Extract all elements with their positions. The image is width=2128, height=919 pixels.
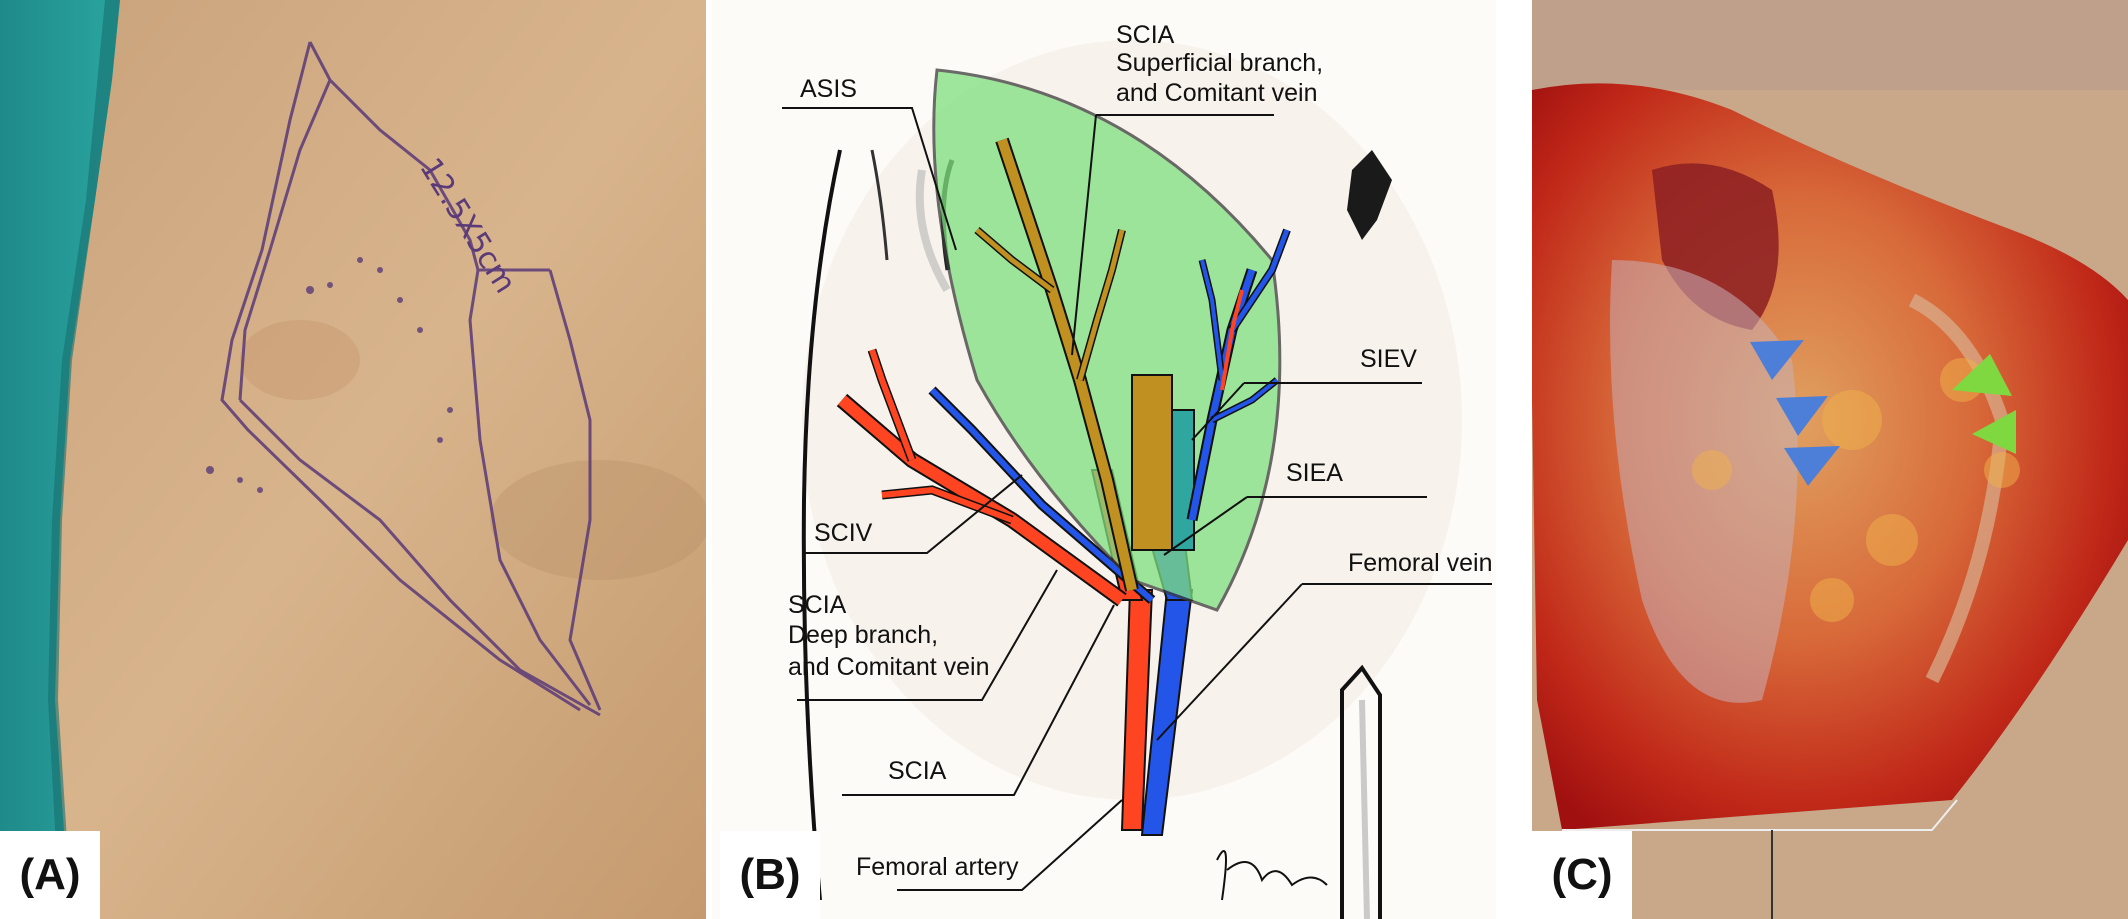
siev bbox=[1186, 228, 1291, 522]
label-siea: SIEA bbox=[1286, 459, 1343, 487]
label-asis: ASIS bbox=[800, 75, 857, 103]
scia-superficial-branch bbox=[997, 138, 1137, 592]
panel-b-label: (B) bbox=[720, 831, 820, 919]
blue-arrowhead-3 bbox=[1784, 446, 1840, 486]
label-femoral-vein: Femoral vein bbox=[1348, 549, 1493, 577]
blue-arrowhead-1 bbox=[1750, 340, 1804, 380]
label-scia-deep-3: and Comitant vein bbox=[788, 653, 990, 681]
flap-outline-marking bbox=[220, 41, 602, 717]
umbilicus-mark bbox=[1347, 150, 1392, 240]
genital-outline bbox=[1340, 664, 1382, 919]
green-arrowhead-1 bbox=[1952, 354, 2012, 396]
panel-c-label: (C) bbox=[1532, 831, 1632, 919]
label-sciv: SCIV bbox=[814, 519, 873, 547]
label-scia-deep-1: SCIA bbox=[788, 591, 847, 619]
label-scia-superficial-3: and Comitant vein bbox=[1116, 79, 1318, 107]
skin-marking-photo bbox=[0, 0, 706, 919]
label-siev: SIEV bbox=[1360, 345, 1417, 373]
label-scia: SCIA bbox=[888, 757, 947, 785]
label-scia-superficial-1: SCIA bbox=[1116, 21, 1175, 49]
intraoperative-photo bbox=[1532, 0, 2128, 919]
label-scia-deep-2: Deep branch, bbox=[788, 621, 939, 649]
scia-deep-branch bbox=[838, 395, 1126, 605]
vascular-anatomy-diagram bbox=[712, 0, 1496, 919]
body-outline bbox=[801, 149, 842, 901]
sciv bbox=[929, 387, 1154, 603]
panel-c-photo: (C) bbox=[1532, 0, 2128, 919]
label-femoral-artery: Femoral artery bbox=[856, 853, 1019, 881]
label-scia-superficial-2: Superficial branch, bbox=[1116, 49, 1324, 77]
siea bbox=[1131, 374, 1173, 551]
blue-arrowhead-2 bbox=[1776, 396, 1828, 436]
panel-a-photo: 12.5X5cm (A) bbox=[0, 0, 706, 919]
author-signature bbox=[1216, 849, 1328, 901]
panel-b-diagram: ASIS SCIA Superficial branch, and Comita… bbox=[712, 0, 1496, 919]
green-arrowhead-2 bbox=[1972, 410, 2016, 454]
panel-a-label: (A) bbox=[0, 831, 100, 919]
